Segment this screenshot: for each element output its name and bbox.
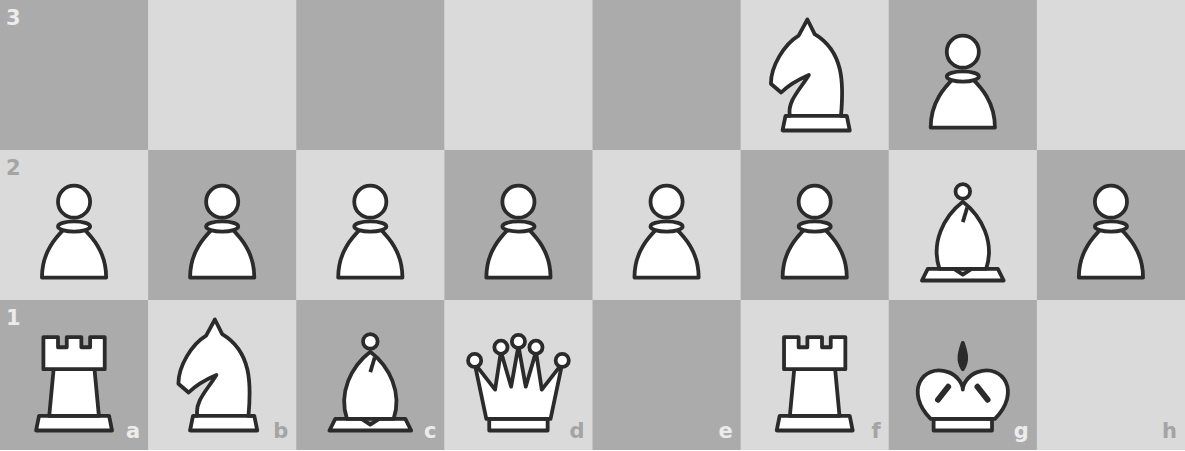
rank-number: 1: [6, 308, 21, 329]
pawn-piece: [1079, 186, 1143, 278]
board-square: [296, 150, 445, 300]
board-square: [889, 300, 1038, 450]
board-square: [593, 150, 742, 300]
file-letter: e: [718, 421, 732, 442]
rook-piece: [36, 337, 112, 430]
pawn-piece: [338, 186, 402, 278]
board-square: [889, 0, 1038, 150]
board-square: [148, 0, 297, 150]
rook-piece: [777, 337, 853, 430]
board-square: [1037, 0, 1185, 150]
board-square: [296, 300, 445, 450]
board-square: [1037, 300, 1185, 450]
pawn-piece: [931, 36, 995, 128]
board-square: [148, 150, 297, 300]
pawn-piece: [486, 186, 550, 278]
file-letter: c: [424, 421, 436, 442]
file-letter: h: [1162, 421, 1177, 442]
board-square: [741, 0, 890, 150]
board-square: [593, 0, 742, 150]
file-letter: f: [872, 421, 881, 442]
board-square: [1037, 150, 1185, 300]
file-letter: a: [126, 421, 140, 442]
board-square: [148, 300, 297, 450]
pawn-piece: [190, 186, 254, 278]
pawn-piece: [783, 186, 847, 278]
board-square: [444, 150, 593, 300]
pawn-piece: [42, 186, 106, 278]
rank-number: 2: [6, 158, 21, 179]
board-square: [741, 150, 890, 300]
board-square: [0, 0, 149, 150]
board-square: [741, 300, 890, 450]
board-square: [593, 300, 742, 450]
board-square: [296, 0, 445, 150]
rank-number: 3: [6, 8, 21, 29]
queen-piece: [468, 335, 569, 431]
knight-piece: [178, 320, 257, 431]
board-square: [889, 150, 1038, 300]
board-square: [444, 0, 593, 150]
board-square: [444, 300, 593, 450]
knight-piece: [771, 20, 850, 131]
bishop-piece: [922, 184, 1004, 280]
file-letter: g: [1014, 421, 1029, 442]
file-letter: b: [273, 421, 288, 442]
board-square: [0, 150, 149, 300]
board-square: [0, 300, 149, 450]
file-letter: d: [570, 421, 585, 442]
pawn-piece: [634, 186, 698, 278]
king-piece: [918, 343, 1008, 431]
bishop-piece: [329, 334, 411, 430]
